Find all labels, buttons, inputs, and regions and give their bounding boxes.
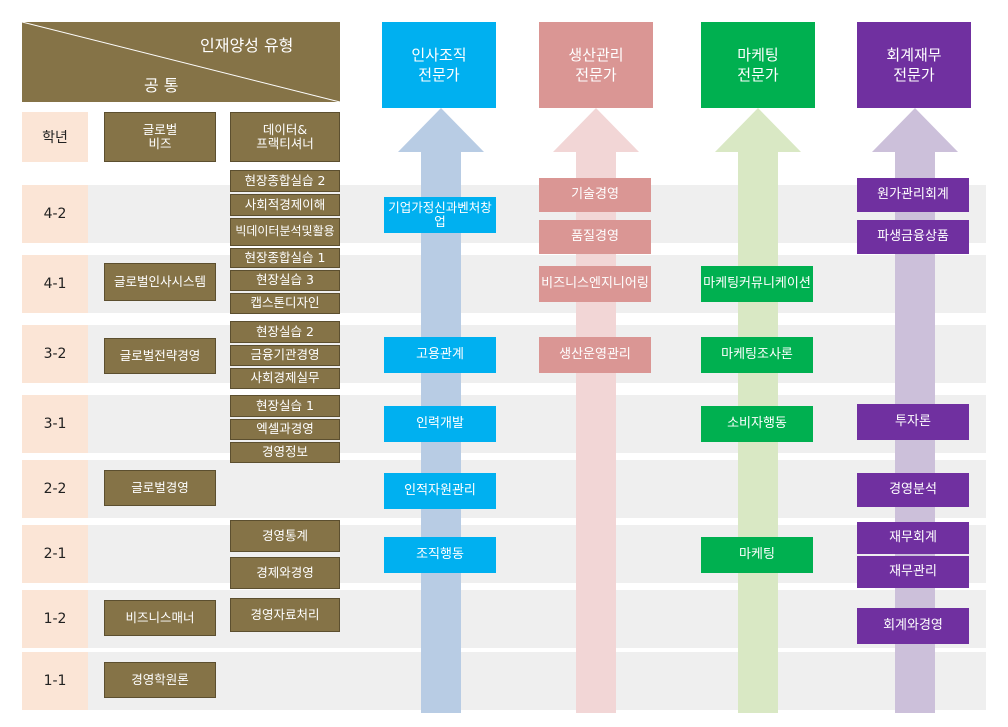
data-practitioner-header: 데이터& 프랙티셔너: [230, 112, 340, 162]
course-box: 현장종합실습 2: [230, 170, 340, 192]
course-box: 마케팅조사론: [701, 337, 813, 373]
course-box: 빅데이터분석및활용: [230, 218, 340, 246]
course-box: 회계와경영: [857, 608, 969, 644]
course-box: 인력개발: [384, 406, 496, 442]
course-box: 조직행동: [384, 537, 496, 573]
corner-bottom-label: 공 통: [144, 76, 179, 95]
course-box: 원가관리회계: [857, 178, 969, 212]
course-box: 현장실습 2: [230, 321, 340, 343]
course-box: 사회적경제이해: [230, 194, 340, 216]
course-box: 글로벌전략경영: [104, 338, 216, 374]
course-box: 경영통계: [230, 520, 340, 552]
course-box: 경영정보: [230, 442, 340, 463]
row-band-3-1: [22, 395, 986, 453]
course-box: 현장실습 1: [230, 395, 340, 417]
corner-top-label: 인재양성 유형: [200, 36, 294, 55]
year-label: 2-2: [22, 460, 88, 518]
course-box: 고용관계: [384, 337, 496, 373]
year-label: 4-1: [22, 255, 88, 313]
mkt-track-header: 마케팅 전문가: [701, 22, 815, 108]
course-box: 마케팅커뮤니케이션: [701, 266, 813, 302]
prod-track-header: 생산관리 전문가: [539, 22, 653, 108]
course-box: 사회경제실무: [230, 368, 340, 389]
year-label: 2-1: [22, 525, 88, 583]
course-box: 글로벌인사시스템: [104, 263, 216, 301]
row-band-4-2: [22, 185, 986, 243]
course-box: 캡스톤디자인: [230, 293, 340, 314]
course-box: 비즈니스엔지니어링: [539, 266, 651, 302]
course-box: 마케팅: [701, 537, 813, 573]
course-box: 재무관리: [857, 556, 969, 588]
course-box: 경영학원론: [104, 662, 216, 698]
year-label: 1-1: [22, 652, 88, 710]
corner-diagonal: [22, 22, 340, 102]
course-box: 비즈니스매너: [104, 600, 216, 636]
corner-header: 인재양성 유형 공 통: [22, 22, 340, 102]
year-label: 4-2: [22, 185, 88, 243]
hr-track-header: 인사조직 전문가: [382, 22, 496, 108]
course-box: 경영분석: [857, 473, 969, 507]
course-box: 파생금융상품: [857, 220, 969, 254]
fin-track-header: 회계재무 전문가: [857, 22, 971, 108]
year-label: 1-2: [22, 590, 88, 648]
global-biz-header: 글로벌 비즈: [104, 112, 216, 162]
course-box: 경영자료처리: [230, 598, 340, 632]
course-box: 소비자행동: [701, 406, 813, 442]
year-label: 3-1: [22, 395, 88, 453]
course-box: 엑셀과경영: [230, 419, 340, 440]
course-box: 인적자원관리: [384, 473, 496, 509]
course-box: 품질경영: [539, 220, 651, 254]
course-box: 재무회계: [857, 522, 969, 554]
course-box: 글로벌경영: [104, 470, 216, 506]
year-header: 학년: [22, 112, 88, 162]
year-label: 3-2: [22, 325, 88, 383]
course-box: 현장실습 3: [230, 270, 340, 291]
course-box: 투자론: [857, 404, 969, 440]
row-band-2-1: [22, 525, 986, 583]
course-box: 금융기관경영: [230, 345, 340, 366]
course-box: 기업가정신과벤처창업: [384, 197, 496, 233]
prod-track-arrow: [553, 108, 639, 713]
course-box: 경제와경영: [230, 557, 340, 589]
course-box: 생산운영관리: [539, 337, 651, 373]
course-box: 기술경영: [539, 178, 651, 212]
course-box: 현장종합실습 1: [230, 248, 340, 268]
